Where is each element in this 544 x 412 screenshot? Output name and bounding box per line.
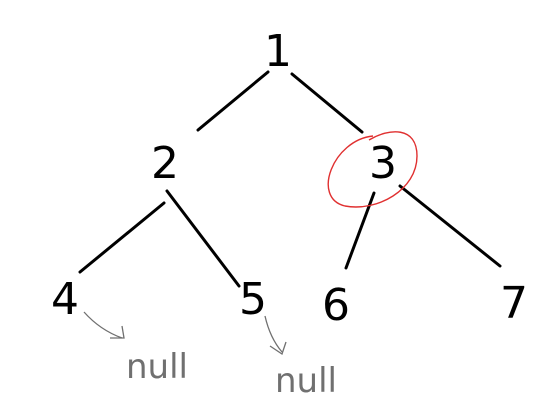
node-1: 1 bbox=[264, 26, 292, 77]
null-arrowhead-n5 bbox=[269, 341, 287, 356]
null-arrow-n5 bbox=[264, 315, 283, 353]
highlight-circle-n3 bbox=[327, 131, 418, 208]
null-label-n5: null bbox=[275, 361, 337, 401]
node-5: 5 bbox=[239, 274, 267, 325]
edge-n1-n3 bbox=[290, 72, 364, 134]
node-labels-layer: 1 2 3 4 5 6 7 bbox=[51, 26, 528, 331]
edges-layer bbox=[78, 70, 502, 288]
highlight-layer bbox=[327, 131, 418, 208]
edge-n1-n2 bbox=[196, 70, 270, 132]
annotation-labels-layer: null null bbox=[126, 347, 337, 401]
node-2: 2 bbox=[151, 138, 179, 189]
edge-n2-n5 bbox=[165, 189, 241, 288]
node-6: 6 bbox=[322, 280, 350, 331]
null-arrow-n4 bbox=[83, 311, 123, 339]
annotation-arrows-layer bbox=[83, 311, 287, 356]
edge-n3-n7 bbox=[398, 184, 502, 268]
node-3: 3 bbox=[369, 138, 397, 189]
null-label-n4: null bbox=[126, 347, 188, 387]
edge-n3-n6 bbox=[344, 191, 376, 270]
node-4: 4 bbox=[51, 274, 79, 325]
edge-n2-n4 bbox=[78, 201, 166, 274]
node-7: 7 bbox=[500, 278, 528, 329]
null-arrowhead-n4 bbox=[110, 325, 125, 339]
